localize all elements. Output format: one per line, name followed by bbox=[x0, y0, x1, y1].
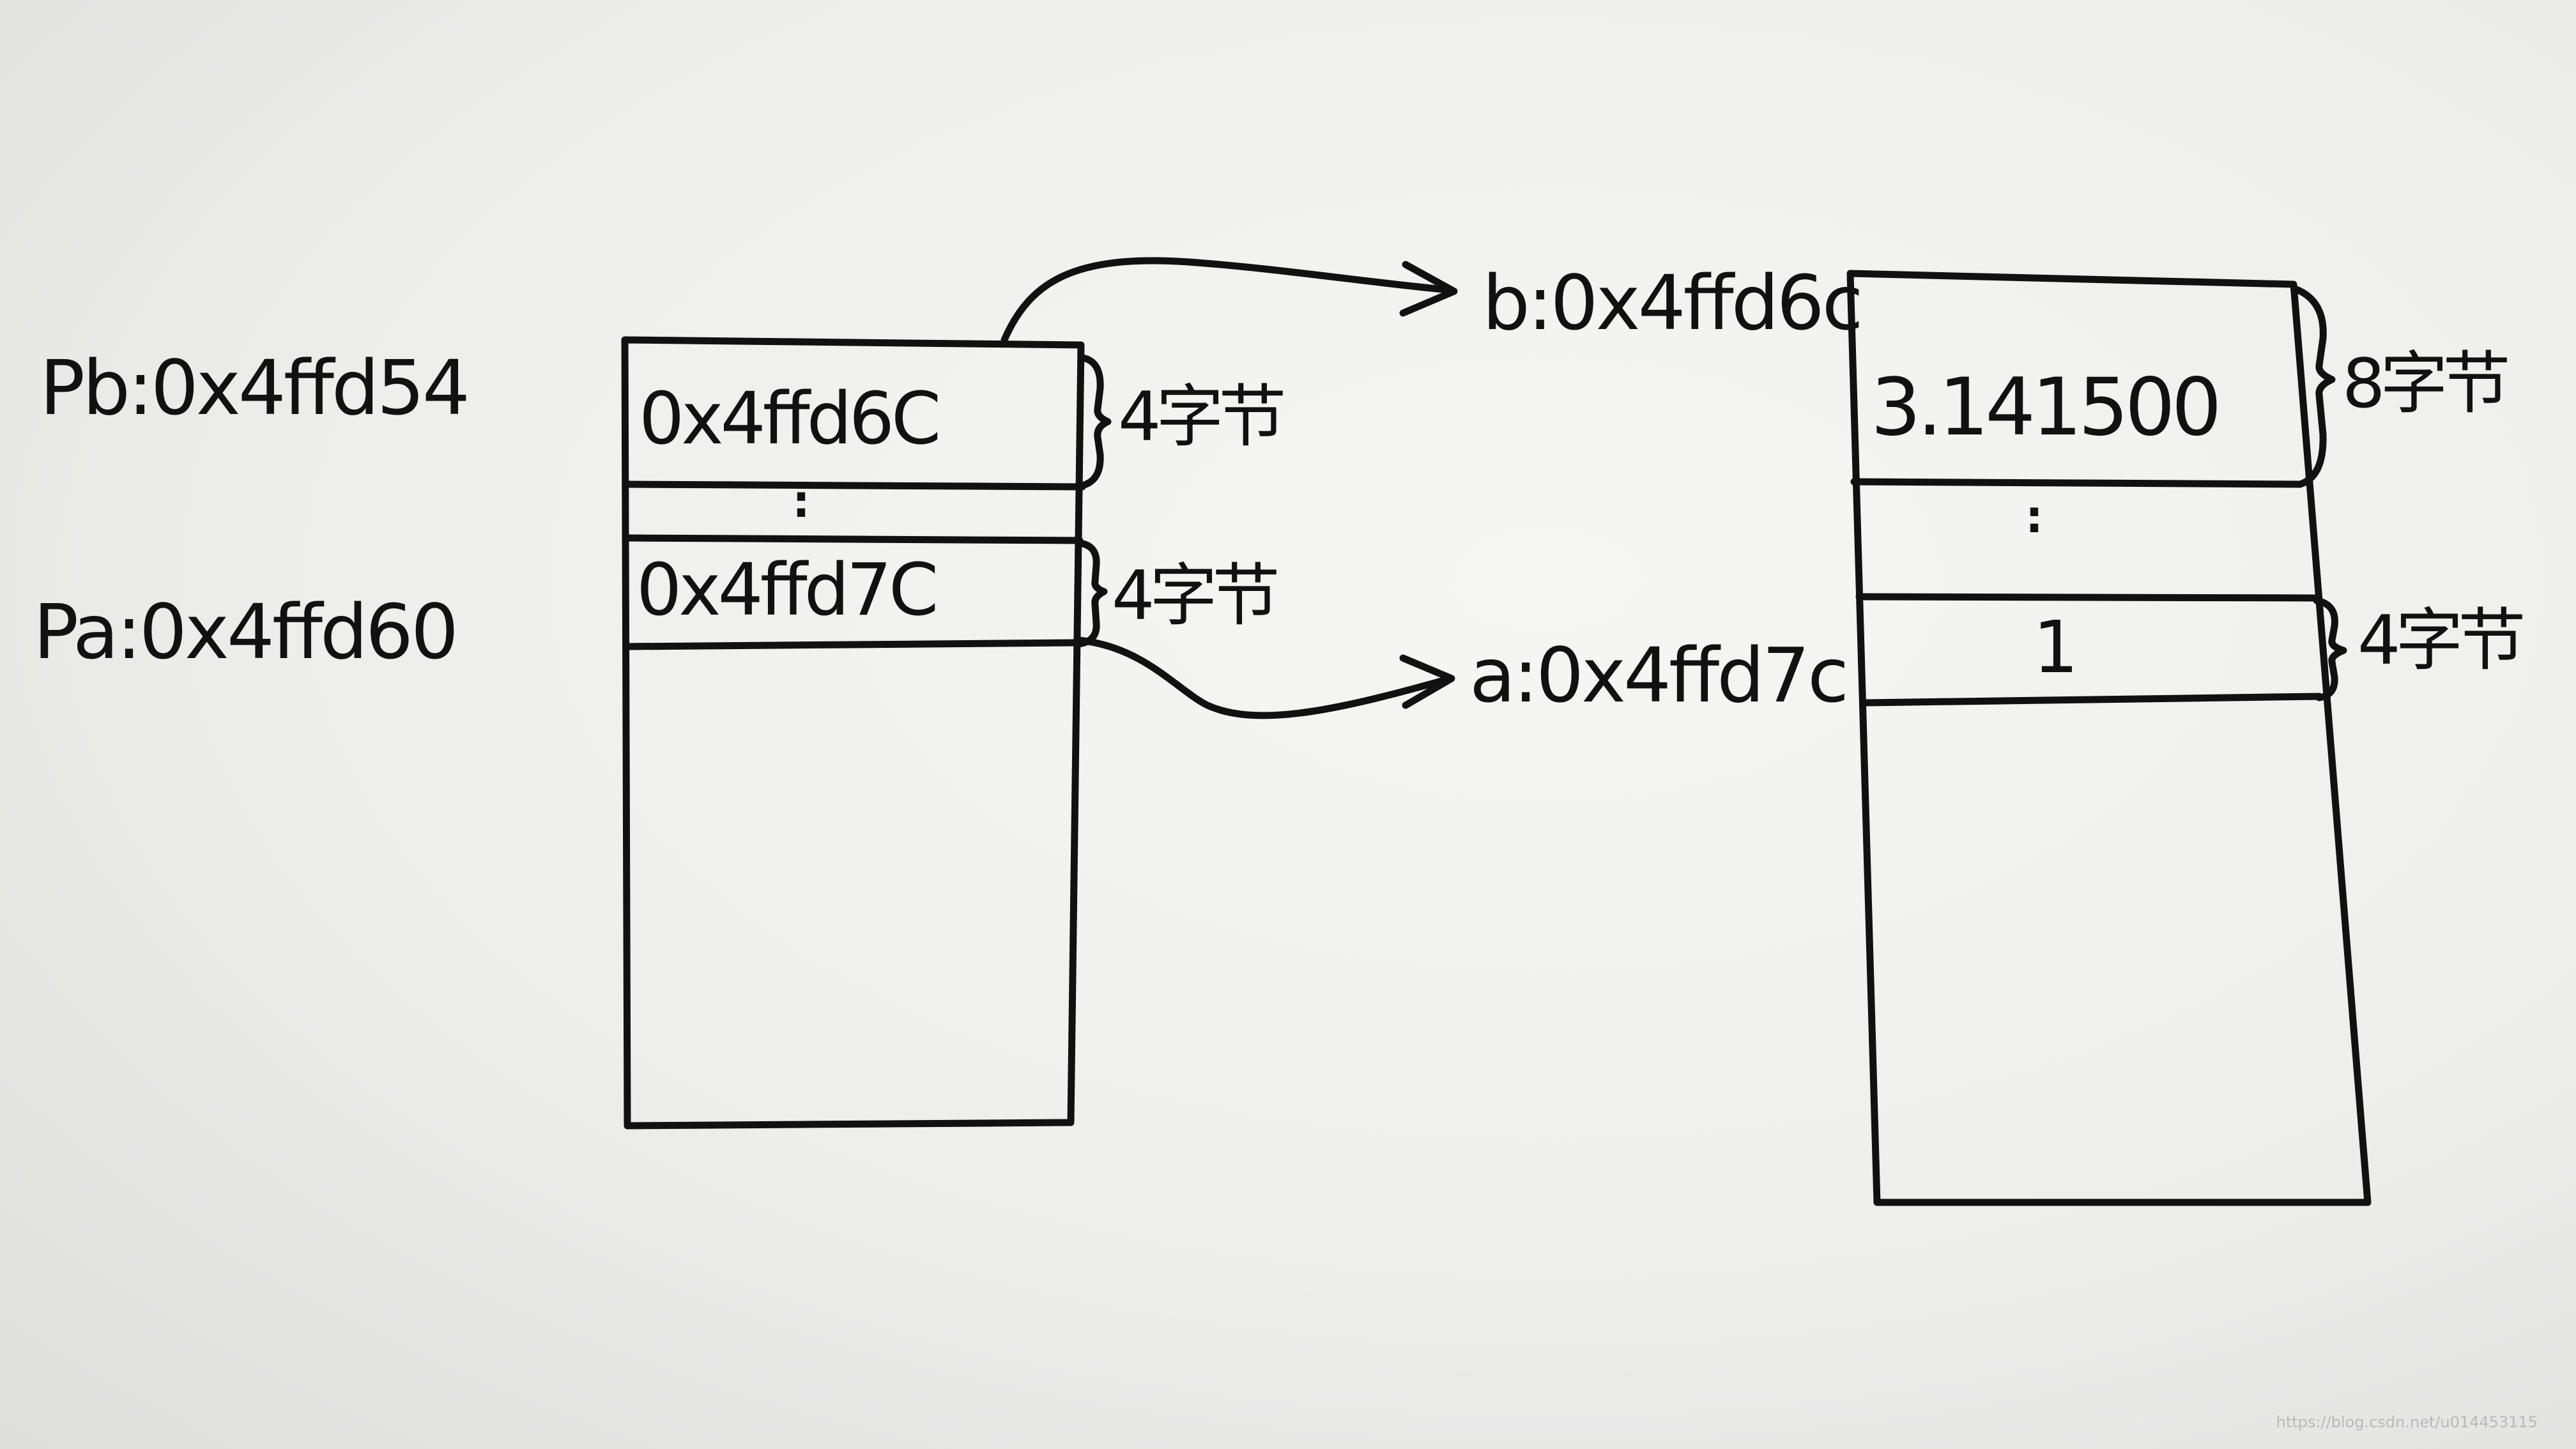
pa-size-brace bbox=[1075, 539, 1108, 648]
a-cell-top-line bbox=[1855, 593, 2320, 602]
b-cell-bottom-line bbox=[1850, 478, 2304, 488]
a-size-brace bbox=[2313, 597, 2347, 702]
a-stored-value: 1 bbox=[2033, 606, 2078, 689]
pa-to-a-arrow bbox=[1075, 636, 1454, 719]
pa-cell-bottom-line bbox=[622, 639, 1080, 650]
pb-to-b-arrow bbox=[1000, 257, 1454, 344]
pb-size-brace bbox=[1078, 354, 1112, 489]
pa-address-label: Pa:0x4ffd60 bbox=[33, 588, 459, 676]
a-size-label: 4字节 bbox=[2358, 601, 2526, 680]
pb-cell-bottom-line bbox=[622, 480, 1086, 491]
b-size-label: 8字节 bbox=[2342, 344, 2510, 423]
pointer-memory-block bbox=[621, 336, 1085, 1130]
source-watermark: https://blog.csdn.net/u014453115 bbox=[2276, 1413, 2538, 1431]
variable-gap-ellipsis: : bbox=[2025, 491, 2043, 543]
b-address-label: b:0x4ffd6c bbox=[1482, 259, 1864, 347]
pb-to-b-arrowhead bbox=[1399, 261, 1458, 317]
pa-cell-top-line bbox=[622, 534, 1084, 544]
pa-size-label: 4字节 bbox=[1112, 556, 1280, 635]
a-address-label: a:0x4ffd7c bbox=[1469, 631, 1849, 719]
pointer-gap-ellipsis: : bbox=[792, 475, 810, 528]
pb-size-label: 4字节 bbox=[1118, 378, 1286, 456]
pb-address-label: Pb:0x4ffd54 bbox=[40, 344, 470, 432]
pa-to-a-arrowhead bbox=[1399, 654, 1455, 709]
a-cell-bottom-line bbox=[1862, 693, 2323, 707]
pb-stored-value: 0x4ffd6C bbox=[639, 378, 941, 461]
b-stored-value: 3.141500 bbox=[1871, 362, 2222, 454]
variable-memory-block bbox=[1846, 270, 2372, 1206]
b-size-brace bbox=[2291, 285, 2336, 488]
pa-stored-value: 0x4ffd7C bbox=[636, 549, 939, 632]
